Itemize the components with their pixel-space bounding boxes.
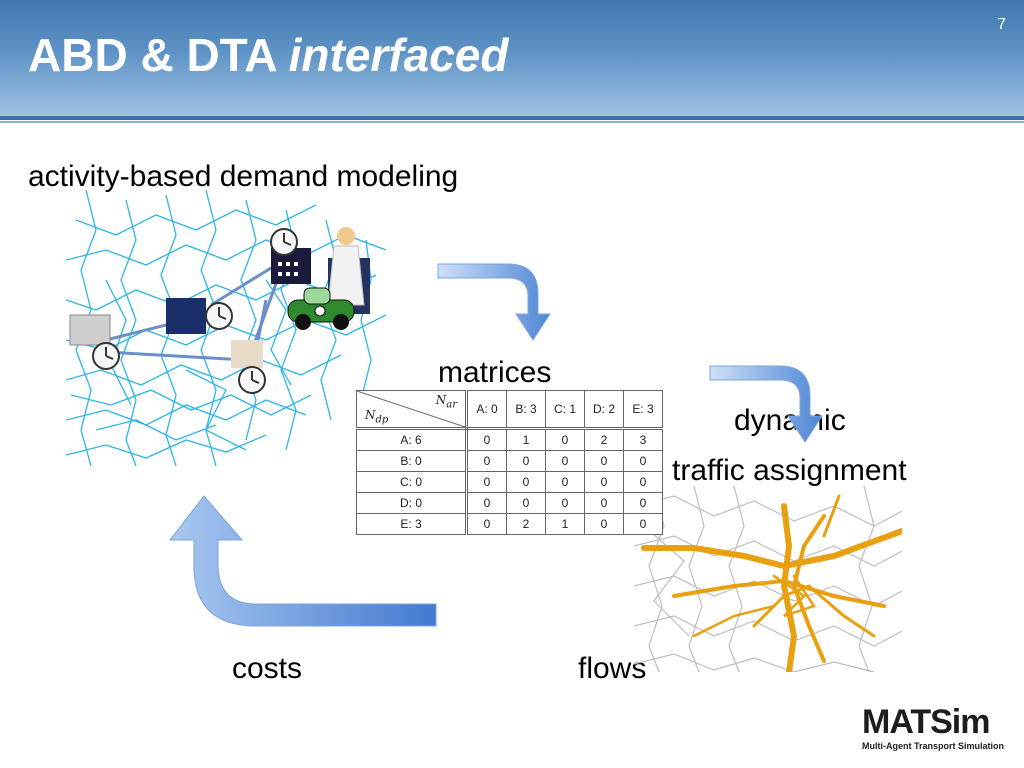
matrix-cell: 0 (623, 513, 663, 535)
matrix-cell: 1 (506, 428, 546, 451)
matrix-cell: 0 (466, 492, 507, 514)
shopping-cart-icon (69, 314, 111, 346)
road-network (66, 190, 387, 466)
matrix-cell: 0 (584, 513, 624, 535)
column-header: A: 0 (466, 390, 507, 430)
matsim-logo: MATSim Multi-Agent Transport Simulation (862, 704, 1012, 752)
clock-icon (270, 228, 298, 256)
slide-header (0, 0, 1024, 116)
matrix-cell: 3 (623, 428, 663, 451)
matrix-corner: Nar Ndp (356, 390, 468, 430)
building-windows (278, 262, 298, 276)
matrix-cell: 2 (506, 513, 546, 535)
table-row: A: 6 0 1 0 2 3 (356, 428, 663, 451)
od-matrix-table: Nar Ndp A: 0 B: 3 C: 1 D: 2 E: 3 A: 6 0 … (356, 390, 663, 535)
corner-diagonal (357, 391, 465, 427)
logo-name: MATSim (862, 703, 990, 741)
table-row: C: 0 0 0 0 0 0 (356, 471, 663, 493)
costs-label: costs (232, 652, 303, 685)
matrix-cell: 0 (584, 492, 624, 514)
header-divider (0, 116, 1024, 120)
matrix-cell: 2 (584, 428, 624, 451)
header-divider-light (0, 121, 1024, 123)
clock-icon (92, 342, 120, 370)
matrix-cell: 0 (506, 492, 546, 514)
slide-title: ABD & DTA interfaced (28, 28, 509, 82)
column-header: B: 3 (506, 390, 546, 430)
dynamic-label: dynamic (734, 404, 846, 437)
clock-icon (238, 366, 266, 394)
flows-label: flows (578, 652, 647, 685)
corner-top-label: Nar (435, 393, 457, 411)
table-row: D: 0 0 0 0 0 0 (356, 492, 663, 514)
row-header: A: 6 (356, 428, 468, 451)
logo-tagline: Multi-Agent Transport Simulation (862, 741, 1004, 751)
title-italic: interfaced (288, 29, 509, 81)
matrix-cell: 0 (466, 450, 507, 472)
traffic-assignment-label: traffic assignment (672, 454, 907, 487)
column-header: C: 1 (545, 390, 585, 430)
matrix-cell: 1 (545, 513, 585, 535)
arrow-to-matrices (437, 263, 551, 341)
matrices-label: matrices (438, 356, 552, 389)
table-row: E: 3 0 2 1 0 0 (356, 513, 663, 535)
doctor-icon (327, 245, 365, 306)
matrix-cell: 0 (545, 450, 585, 472)
matrix-cell: 0 (623, 492, 663, 514)
matrix-cell: 0 (466, 471, 507, 493)
matrix-cell: 0 (545, 492, 585, 514)
matrix-cell: 0 (466, 428, 507, 451)
column-header: E: 3 (623, 390, 663, 430)
table-row: B: 0 0 0 0 0 0 (356, 450, 663, 472)
matrix-cell: 0 (584, 450, 624, 472)
matrix-cell: 0 (623, 471, 663, 493)
row-header: D: 0 (356, 492, 468, 514)
matrix-cell: 0 (545, 428, 585, 451)
corner-bottom-label: Ndp (365, 407, 389, 425)
title-main: ABD & DTA (28, 29, 276, 81)
row-header: E: 3 (356, 513, 468, 535)
slide-number: 7 (997, 16, 1006, 33)
matrix-cell: 0 (623, 450, 663, 472)
matrix-cell: 0 (506, 450, 546, 472)
arrow-to-assignment (709, 365, 823, 443)
matrix-cell: 0 (545, 471, 585, 493)
matrix-cell: 0 (584, 471, 624, 493)
arrow-costs-feedback (168, 495, 437, 627)
work-icon (166, 298, 206, 334)
row-header: C: 0 (356, 471, 468, 493)
clock-icons (92, 228, 298, 394)
activity-network-map (66, 190, 387, 466)
leisure-icon (231, 340, 263, 368)
matrix-header-row: Nar Ndp A: 0 B: 3 C: 1 D: 2 E: 3 (356, 390, 663, 430)
column-header: D: 2 (584, 390, 624, 430)
row-header: B: 0 (356, 450, 468, 472)
car-icon (287, 287, 355, 330)
matrix-cell: 0 (466, 513, 507, 535)
orange-flows (641, 494, 902, 672)
clock-icon (205, 302, 233, 330)
gray-road-network (634, 486, 902, 672)
traffic-flow-map (634, 486, 902, 672)
matrix-cell: 0 (506, 471, 546, 493)
abd-label: activity-based demand modeling (28, 160, 459, 193)
doctor-head-icon (337, 227, 355, 245)
